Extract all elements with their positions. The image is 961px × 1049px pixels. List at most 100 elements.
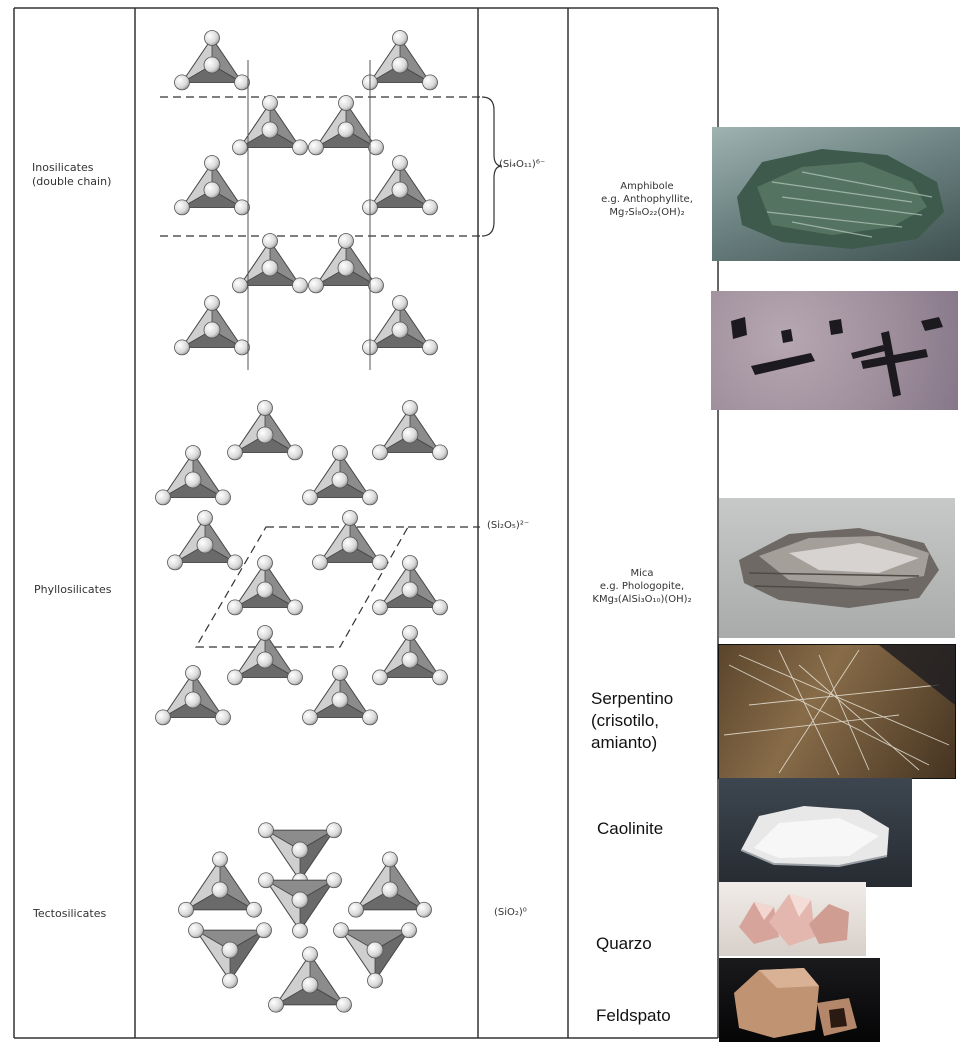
amphibole-name: Amphibole [578, 180, 716, 193]
oxygen-atom [339, 234, 354, 249]
mica-example: e.g. Phologopite, [566, 580, 718, 593]
oxygen-atom [363, 490, 378, 505]
formula-phyllo: (Si₂O₅)²⁻ [487, 520, 529, 531]
serpentino-line2: (crisotilo, [591, 710, 673, 732]
oxygen-atom [288, 445, 303, 460]
oxygen-atom [179, 902, 194, 917]
inosilicate-structure [175, 31, 438, 371]
oxygen-atom [235, 340, 250, 355]
oxygen-atom [257, 582, 273, 598]
oxygen-atom [293, 923, 308, 938]
oxygen-atom [257, 652, 273, 668]
photo-speckled-rock [711, 291, 958, 410]
silica-tetrahedron [373, 626, 448, 685]
oxygen-atom [175, 340, 190, 355]
oxygen-atom [373, 670, 388, 685]
silica-tetrahedron [313, 511, 388, 570]
oxygen-atom [156, 710, 171, 725]
oxygen-atom [258, 626, 273, 641]
oxygen-atom [393, 156, 408, 171]
silica-tetrahedron [156, 446, 231, 505]
label-serpentino: Serpentino (crisotilo, amianto) [591, 688, 673, 754]
silica-tetrahedron [363, 296, 438, 355]
oxygen-atom [383, 852, 398, 867]
oxygen-atom [402, 923, 417, 938]
oxygen-atom [402, 652, 418, 668]
silica-tetrahedron [156, 666, 231, 725]
silica-tetrahedron [303, 666, 378, 725]
oxygen-atom [302, 977, 318, 993]
oxygen-atom [257, 923, 272, 938]
oxygen-atom [334, 923, 349, 938]
oxygen-atom [262, 122, 278, 138]
oxygen-atom [216, 710, 231, 725]
oxygen-atom [288, 600, 303, 615]
oxygen-atom [338, 260, 354, 276]
oxygen-atom [392, 57, 408, 73]
oxygen-atom [423, 200, 438, 215]
oxygen-atom [189, 923, 204, 938]
oxygen-atom [228, 670, 243, 685]
amphibole-example: e.g. Anthophyllite, [578, 193, 716, 206]
silica-tetrahedron [303, 446, 378, 505]
oxygen-atom [343, 511, 358, 526]
silica-tetrahedron [175, 296, 250, 355]
silica-tetrahedron [168, 511, 243, 570]
mica-name: Mica [566, 567, 718, 580]
oxygen-atom [259, 873, 274, 888]
class-tectosilicates-label: Tectosilicates [33, 907, 106, 921]
oxygen-atom [228, 555, 243, 570]
oxygen-atom [433, 600, 448, 615]
oxygen-atom [403, 556, 418, 571]
oxygen-atom [292, 892, 308, 908]
oxygen-atom [228, 600, 243, 615]
class-inosilicates-sub: (double chain) [32, 175, 111, 189]
serpentino-line3: amianto) [591, 732, 673, 754]
oxygen-atom [433, 445, 448, 460]
oxygen-atom [293, 140, 308, 155]
oxygen-atom [423, 340, 438, 355]
silica-tetrahedron [269, 947, 352, 1012]
silica-tetrahedron [179, 852, 262, 917]
oxygen-atom [205, 296, 220, 311]
oxygen-atom [368, 973, 383, 988]
oxygen-atom [269, 997, 284, 1012]
tectosilicate-structure [179, 823, 432, 1012]
oxygen-atom [197, 537, 213, 553]
class-phyllosilicates-label: Phyllosilicates [34, 583, 111, 597]
oxygen-atom [212, 882, 228, 898]
oxygen-atom [258, 556, 273, 571]
oxygen-atom [263, 234, 278, 249]
oxygen-atom [205, 31, 220, 46]
oxygen-atom [216, 490, 231, 505]
oxygen-atom [417, 902, 432, 917]
quartz-crystal-image [719, 882, 866, 956]
photo-quartz [719, 882, 866, 956]
oxygen-atom [333, 446, 348, 461]
oxygen-atom [185, 472, 201, 488]
anthophyllite-rock-image [712, 127, 960, 261]
feldspar-crystal-image [719, 958, 880, 1042]
oxygen-atom [402, 582, 418, 598]
oxygen-atom [402, 427, 418, 443]
oxygen-atom [233, 278, 248, 293]
silica-tetrahedron [228, 626, 303, 685]
silica-tetrahedron [233, 96, 308, 155]
white-cover-box [572, 882, 692, 934]
oxygen-atom [309, 278, 324, 293]
oxygen-atom [235, 200, 250, 215]
oxygen-atom [349, 902, 364, 917]
oxygen-atom [222, 942, 238, 958]
silica-tetrahedron [233, 234, 308, 293]
oxygen-atom [373, 600, 388, 615]
oxygen-atom [259, 823, 274, 838]
photo-kaolinite [719, 778, 912, 887]
kaolinite-rock-image [719, 778, 912, 887]
oxygen-atom [303, 947, 318, 962]
oxygen-atom [198, 511, 213, 526]
mica-formula: KMg₃(AlSi₃O₁₀)(OH)₂ [566, 593, 718, 606]
formula-tecto: (SiO₂)⁰ [494, 907, 527, 918]
oxygen-atom [337, 997, 352, 1012]
oxygen-atom [369, 140, 384, 155]
oxygen-atom [338, 122, 354, 138]
